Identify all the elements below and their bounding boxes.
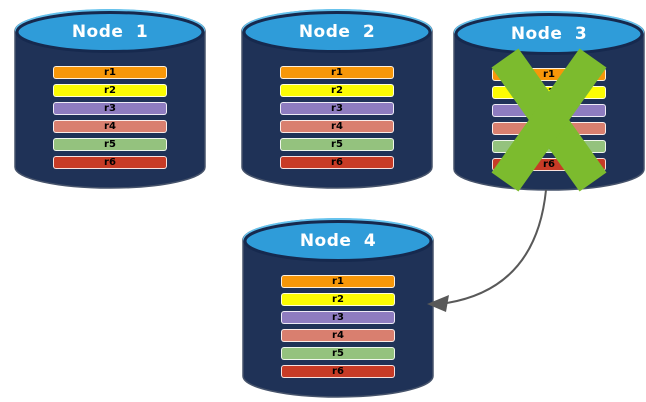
record-bar: r5 [53, 138, 167, 151]
node-label: Node 1 [71, 22, 149, 42]
node-label: Node 3 [510, 24, 588, 44]
node-label: Node 4 [299, 231, 377, 251]
record-bar: r3 [281, 311, 395, 324]
record-bar: r6 [280, 156, 394, 169]
record-bar: r5 [280, 138, 394, 151]
node-3: Node 3 r1 r2 r3 r4 r5 r6 [453, 10, 645, 192]
record-bar: r4 [281, 329, 395, 342]
record-bar: r1 [281, 275, 395, 288]
record-bar: r3 [280, 102, 394, 115]
node-2: Node 2 r1 r2 r3 r4 r5 r6 [241, 8, 433, 190]
record-bar: r6 [281, 365, 395, 378]
record-bar: r2 [281, 293, 395, 306]
record-bar: r5 [281, 347, 395, 360]
node-4: Node 4 r1 r2 r3 r4 r5 r6 [242, 217, 434, 399]
record-bar: r4 [53, 120, 167, 133]
record-bar: r6 [53, 156, 167, 169]
record-bar: r1 [280, 66, 394, 79]
record-list: r1 r2 r3 r4 r5 r6 [280, 66, 394, 174]
record-list: r1 r2 r3 r4 r5 r6 [281, 275, 395, 383]
record-bar: r4 [280, 120, 394, 133]
node-1: Node 1 r1 r2 r3 r4 r5 r6 [14, 8, 206, 190]
record-bar: r2 [53, 84, 167, 97]
record-bar: r2 [280, 84, 394, 97]
node-label: Node 2 [298, 22, 376, 42]
record-list: r1 r2 r3 r4 r5 r6 [53, 66, 167, 174]
record-bar: r1 [53, 66, 167, 79]
record-bar: r3 [53, 102, 167, 115]
failure-x-icon [491, 48, 607, 192]
